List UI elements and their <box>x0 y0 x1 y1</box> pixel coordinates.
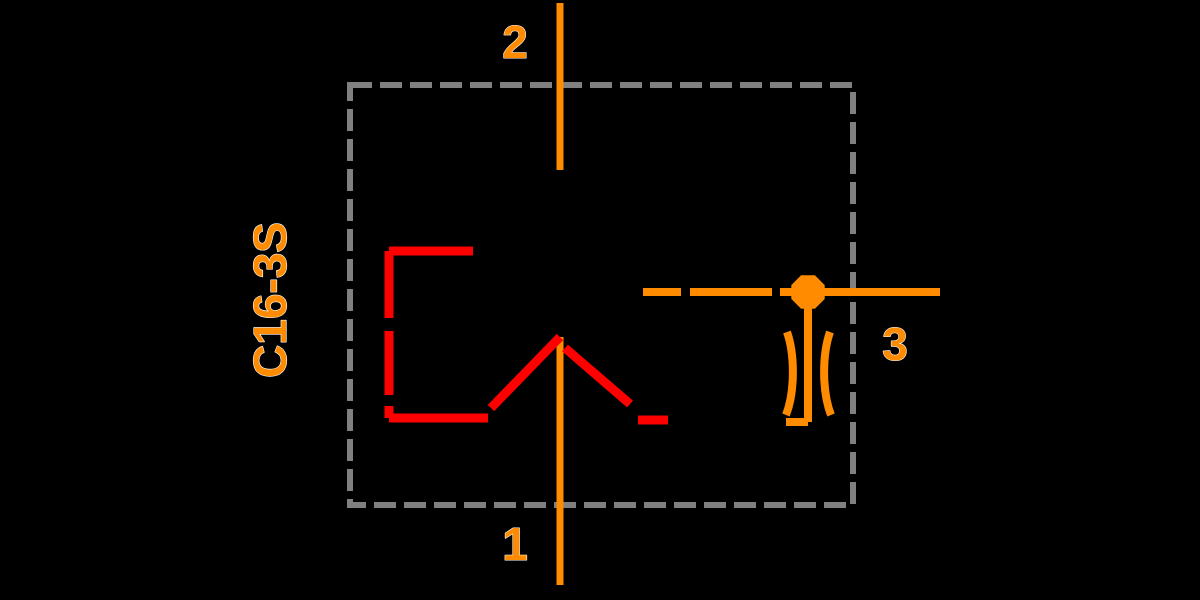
reference-designator-label: C16-3S <box>244 222 296 378</box>
pin-1-number-label: 1 <box>502 518 528 570</box>
actuator-arc-left-icon <box>782 330 797 417</box>
actuator-arc-right-icon <box>820 330 835 417</box>
switch-blade-right <box>562 344 633 408</box>
switch-blade-left <box>487 333 564 412</box>
pin-3-number-label: 3 <box>882 318 908 370</box>
pin-2-number-label: 2 <box>502 16 528 68</box>
component-body-outline <box>347 82 856 508</box>
